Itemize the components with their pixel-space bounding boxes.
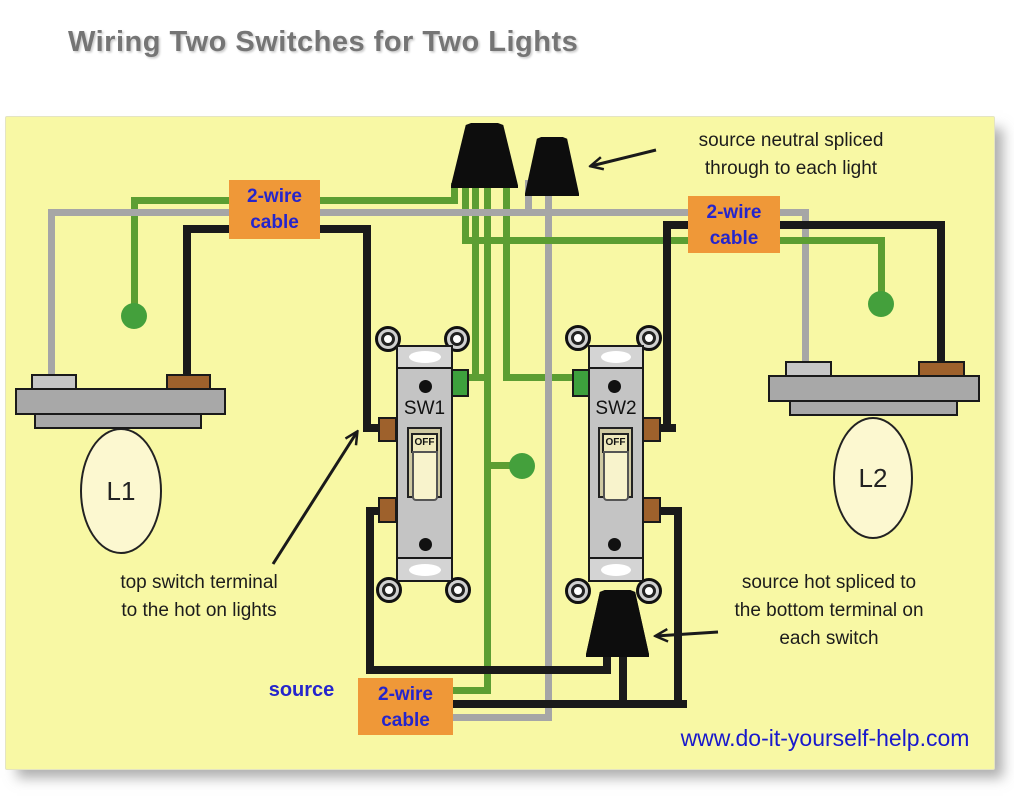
hot-wire-sw1-top-vertical — [363, 225, 371, 432]
sw1-bottom-terminal — [378, 497, 397, 523]
sw1-label: SW1 — [403, 398, 446, 419]
wiring-diagram: 2-wire cable 2-wire cable 2-wire cable L… — [5, 116, 995, 770]
ground-wire-sw2-vertical — [503, 183, 510, 381]
sw1-screw-top-right — [444, 326, 470, 352]
wire-nut-neutral-splice — [525, 137, 579, 196]
cable-label-source: 2-wire cable — [358, 678, 453, 735]
sw1-mount-dot-bottom — [419, 538, 432, 551]
hot-wire-l1-vertical — [183, 225, 191, 378]
l2-fixture-base — [768, 375, 980, 402]
neutral-wire-nut-lead — [525, 180, 532, 216]
sw1-top-terminal — [378, 417, 397, 442]
ground-wire-left-vertical — [131, 197, 138, 316]
sw2-toggle-paddle — [603, 451, 629, 501]
page-title: Wiring Two Switches for Two Lights — [68, 26, 579, 58]
ground-wire-right-horizontal — [462, 237, 885, 244]
hot-note-line3: each switch — [779, 628, 879, 649]
ground-wire-right-vertical — [878, 237, 885, 305]
hot-wire-sw1-bottom-vertical — [366, 507, 374, 674]
hot-note-line1: source hot spliced to — [741, 572, 917, 593]
neutral-wire-source-vertical — [545, 180, 552, 721]
switch-terminal-note-line1: top switch terminal — [120, 572, 278, 593]
ground-wire-source-stub — [451, 687, 491, 694]
hot-wire-sw2-bottom-vertical — [674, 507, 682, 708]
l2-fixture-canopy — [789, 400, 958, 416]
l1-fixture-canopy — [34, 413, 202, 429]
switch-terminal-note: top switch terminal to the hot on lights — [44, 569, 354, 625]
sw1-mount-dot-top — [419, 380, 432, 393]
cable-label-line1: 2-wire — [247, 186, 302, 207]
sw1-top-slot — [409, 351, 441, 363]
hot-wire-sw2-bottom-stub — [656, 507, 682, 515]
light-bulb-l1: L1 — [80, 428, 162, 554]
sw1-toggle-state: OFF — [411, 433, 438, 453]
wire-nut-ground-splice — [451, 123, 518, 188]
cable-label-line1: 2-wire — [378, 684, 433, 705]
neutral-note-line1: source neutral spliced — [698, 130, 884, 151]
sw2-label: SW2 — [595, 398, 637, 419]
ground-wire-nut-lead-1 — [451, 183, 458, 204]
hot-wire-nut-lead-left — [603, 640, 611, 674]
ground-wire-sw1-vertical — [472, 183, 479, 381]
hot-splice-note: source hot spliced to the bottom termina… — [674, 569, 984, 653]
hot-wire-source-horizontal — [451, 700, 687, 708]
hot-wire-nut-lead-right — [619, 640, 627, 708]
arrow-switch-terminal-note — [271, 432, 357, 565]
ground-wire-source-vertical — [484, 183, 491, 694]
sw1-screw-bottom-right — [445, 577, 471, 603]
ground-splice-dot-right — [868, 291, 894, 317]
light-l1-label: L1 — [106, 475, 136, 506]
hot-wire-l2-horizontal — [663, 221, 945, 229]
light-l2-label: L2 — [858, 462, 888, 493]
cable-label-top-right: 2-wire cable — [688, 196, 780, 253]
cable-label-line2: cable — [381, 710, 430, 731]
sw2-bottom-slot — [601, 564, 631, 576]
sw2-mount-dot-top — [608, 380, 621, 393]
ground-splice-dot-left — [121, 303, 147, 329]
sw1-toggle-paddle — [412, 451, 438, 501]
cable-label-line1: 2-wire — [706, 202, 762, 223]
source-label: source — [268, 679, 335, 701]
sw2-screw-top-left — [565, 325, 591, 351]
light-bulb-l2: L2 — [833, 417, 913, 539]
l1-fixture-base — [15, 388, 226, 415]
hot-wire-sw2-top-vertical — [663, 221, 671, 432]
neutral-wire-main-horizontal — [48, 209, 809, 216]
website-link[interactable]: www.do-it-yourself-help.com — [680, 725, 970, 751]
sw2-top-slot — [601, 351, 631, 363]
neutral-wire-source-stub — [451, 714, 552, 721]
ground-wire-sw1-stub — [459, 374, 484, 381]
sw2-mount-dot-bottom — [608, 538, 621, 551]
cable-label-top-left: 2-wire cable — [229, 180, 320, 239]
sw2-screw-bottom-left — [565, 578, 591, 604]
hot-wire-sw2-top-stub — [653, 424, 676, 432]
hot-wire-sw1-top-stub — [363, 424, 386, 432]
sw1-ground-terminal — [451, 369, 469, 397]
sw2-screw-top-right — [636, 325, 662, 351]
sw2-screw-bottom-right — [636, 578, 662, 604]
neutral-wire-l2-vertical — [802, 209, 809, 366]
sw1-bottom-slot — [409, 564, 441, 576]
hot-wire-bottom-horizontal — [366, 666, 611, 674]
sw1-screw-bottom-left — [376, 577, 402, 603]
hot-wire-l2-vertical — [937, 221, 945, 366]
sw2-bottom-terminal — [642, 497, 661, 523]
neutral-splice-note: source neutral spliced through to each l… — [591, 127, 991, 183]
cable-label-line2: cable — [709, 228, 759, 249]
ground-wire-sw2-stub — [503, 374, 581, 381]
sw2-top-terminal — [642, 417, 661, 442]
neutral-note-line2: through to each light — [704, 158, 878, 179]
sw2-toggle-state: OFF — [602, 433, 629, 453]
cable-label-line2: cable — [250, 212, 299, 233]
neutral-wire-l1-vertical — [48, 209, 55, 380]
hot-note-line2: the bottom terminal on — [734, 600, 924, 621]
ground-splice-dot-center — [509, 453, 535, 479]
switch-terminal-note-line2: to the hot on lights — [121, 600, 277, 621]
